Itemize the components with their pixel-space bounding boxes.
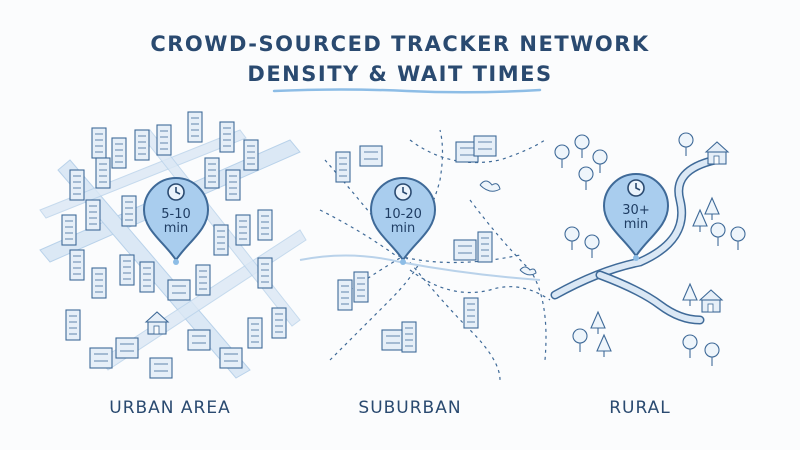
- rural-wait-unit: min: [623, 217, 649, 232]
- zone-label-urban: URBAN AREA: [109, 398, 231, 418]
- suburban-wait-unit: min: [390, 221, 416, 236]
- urban-wait-time: 5-10 min: [144, 208, 208, 236]
- title-underline: [272, 88, 542, 94]
- zone-label-rural: RURAL: [609, 398, 671, 418]
- clock-icon: [167, 183, 185, 201]
- rural-scenery: [554, 132, 746, 367]
- clock-icon: [394, 183, 412, 201]
- rural-wait-time: 30+ min: [604, 204, 668, 232]
- suburban-wait-range: 10-20: [384, 207, 422, 222]
- rural-road: [550, 155, 720, 325]
- title-line-1: CROWD-SOURCED TRACKER NETWORK: [150, 32, 650, 56]
- zone-label-suburban: SUBURBAN: [358, 398, 462, 418]
- title-line-2: DENSITY & WAIT TIMES: [247, 62, 553, 86]
- urban-wait-unit: min: [163, 221, 189, 236]
- suburban-buildings: [335, 135, 537, 353]
- rural-wait-range: 30+: [622, 203, 650, 218]
- map-pin-icon: [142, 177, 210, 265]
- map-pin-icon: [369, 177, 437, 265]
- clock-icon: [627, 179, 645, 197]
- map-pin-icon: [602, 173, 670, 261]
- suburban-wait-time: 10-20 min: [371, 208, 435, 236]
- urban-wait-range: 5-10: [161, 207, 191, 222]
